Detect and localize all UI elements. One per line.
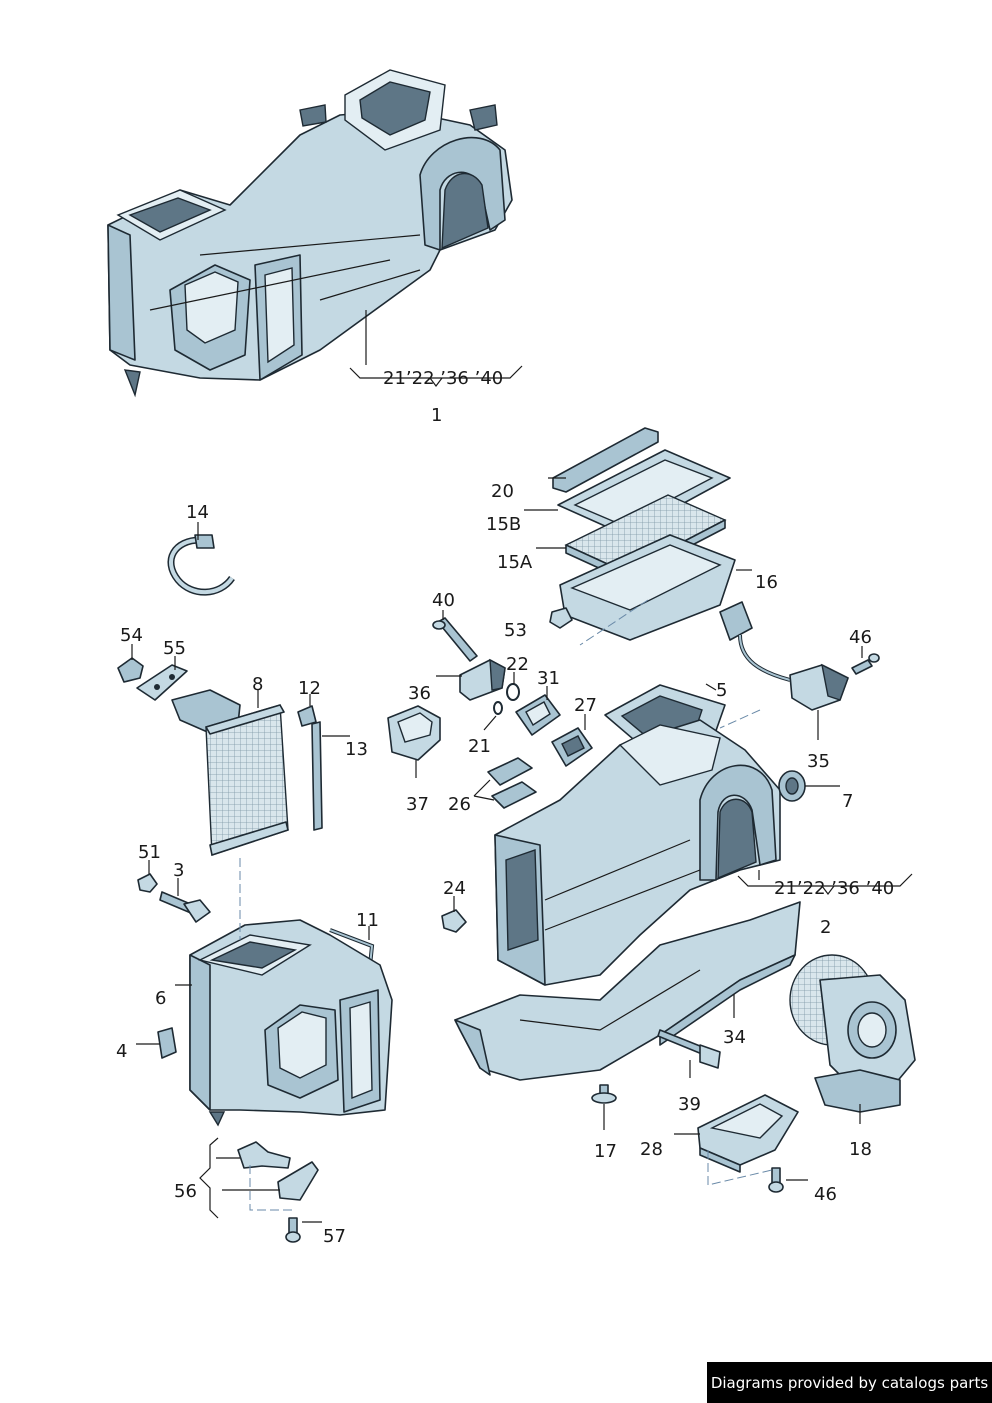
callout-17: 17 bbox=[594, 1141, 617, 1162]
callout-46-upper: 46 bbox=[849, 627, 872, 648]
callout-2: 2 bbox=[820, 917, 831, 938]
wiring-harness bbox=[719, 601, 791, 682]
blower-motor-18 bbox=[789, 954, 916, 1113]
heater-core-8 bbox=[171, 689, 289, 856]
callout-2-leader bbox=[737, 870, 913, 895]
screw-24 bbox=[441, 909, 467, 933]
callout-57: 57 bbox=[323, 1226, 346, 1247]
lever-56-lower bbox=[277, 1161, 319, 1201]
callout-2-refs: 21’22 ’36 ’40 bbox=[774, 878, 894, 899]
callout-14: 14 bbox=[186, 502, 209, 523]
callout-51: 51 bbox=[138, 842, 161, 863]
callout-16: 16 bbox=[755, 572, 778, 593]
callout-34: 34 bbox=[723, 1027, 746, 1048]
callout-54: 54 bbox=[120, 625, 143, 646]
flange-27 bbox=[551, 727, 593, 767]
credit-banner: Diagrams provided by catalogs parts bbox=[707, 1362, 992, 1403]
bracket-12 bbox=[297, 705, 317, 727]
callout-1-refs: 21’22 ’36 ’40 bbox=[383, 368, 503, 389]
callout-1-leader bbox=[349, 310, 523, 387]
sensor-39 bbox=[657, 1029, 721, 1069]
rod-13 bbox=[311, 721, 323, 831]
callout-53: 53 bbox=[504, 620, 527, 641]
callout-15b: 15B bbox=[486, 514, 521, 535]
air-duct-34 bbox=[454, 901, 801, 1081]
callout-37: 37 bbox=[406, 794, 429, 815]
heater-housing-assembly-2 bbox=[494, 719, 781, 986]
callout-12: 12 bbox=[298, 678, 321, 699]
screw-3 bbox=[159, 891, 211, 923]
grommet-7 bbox=[778, 770, 806, 802]
screw-46-upper bbox=[851, 653, 880, 675]
duct-37 bbox=[387, 705, 441, 761]
callout-8: 8 bbox=[252, 674, 263, 695]
callout-28: 28 bbox=[640, 1139, 663, 1160]
filter-frame-15b bbox=[557, 449, 731, 536]
gasket-31 bbox=[515, 694, 561, 736]
callout-13: 13 bbox=[345, 739, 368, 760]
gaskets-26 bbox=[487, 757, 537, 809]
callout-24: 24 bbox=[443, 878, 466, 899]
nut-51 bbox=[137, 873, 158, 893]
clip-4 bbox=[157, 1027, 177, 1059]
clip-54 bbox=[117, 657, 144, 683]
assembly-guide-lines bbox=[239, 599, 773, 1211]
actuator-36 bbox=[459, 658, 506, 701]
callout-26: 26 bbox=[448, 794, 471, 815]
callout-15a: 15A bbox=[497, 552, 533, 573]
callout-6: 6 bbox=[155, 988, 166, 1009]
o-ring-21 bbox=[493, 701, 503, 715]
housing-6 bbox=[189, 919, 393, 1127]
clip-17 bbox=[591, 1084, 617, 1104]
heater-housing-assembly-1 bbox=[107, 69, 513, 398]
callout-39: 39 bbox=[678, 1094, 701, 1115]
callout-56: 56 bbox=[174, 1181, 197, 1202]
callout-35: 35 bbox=[807, 751, 830, 772]
screw-57 bbox=[285, 1217, 301, 1243]
callout-36: 36 bbox=[408, 683, 431, 704]
nut-53 bbox=[549, 607, 573, 629]
callout-5: 5 bbox=[716, 680, 727, 701]
callout-4: 4 bbox=[116, 1041, 127, 1062]
clamp-band-14 bbox=[167, 534, 235, 596]
lever-56-upper bbox=[237, 1141, 291, 1169]
callout-18: 18 bbox=[849, 1139, 872, 1160]
o-ring-22 bbox=[506, 683, 520, 701]
callout-22: 22 bbox=[506, 654, 529, 675]
control-unit-28 bbox=[697, 1094, 799, 1173]
callout-7: 7 bbox=[842, 791, 853, 812]
filter-housing-16 bbox=[559, 534, 736, 641]
callout-31: 31 bbox=[537, 668, 560, 689]
callout-40: 40 bbox=[432, 590, 455, 611]
filter-seal-20 bbox=[552, 427, 659, 493]
callout-20: 20 bbox=[491, 481, 514, 502]
bolt-40 bbox=[432, 617, 478, 662]
callout-46-lower: 46 bbox=[814, 1184, 837, 1205]
callout-1: 1 bbox=[431, 405, 442, 426]
screw-46-lower bbox=[768, 1167, 784, 1193]
actuator-motor-35 bbox=[789, 663, 849, 711]
gasket-55 bbox=[136, 664, 188, 701]
callout-21: 21 bbox=[468, 736, 491, 757]
callout-55: 55 bbox=[163, 638, 186, 659]
callout-11: 11 bbox=[356, 910, 379, 931]
callout-3: 3 bbox=[173, 860, 184, 881]
callout-27: 27 bbox=[574, 695, 597, 716]
